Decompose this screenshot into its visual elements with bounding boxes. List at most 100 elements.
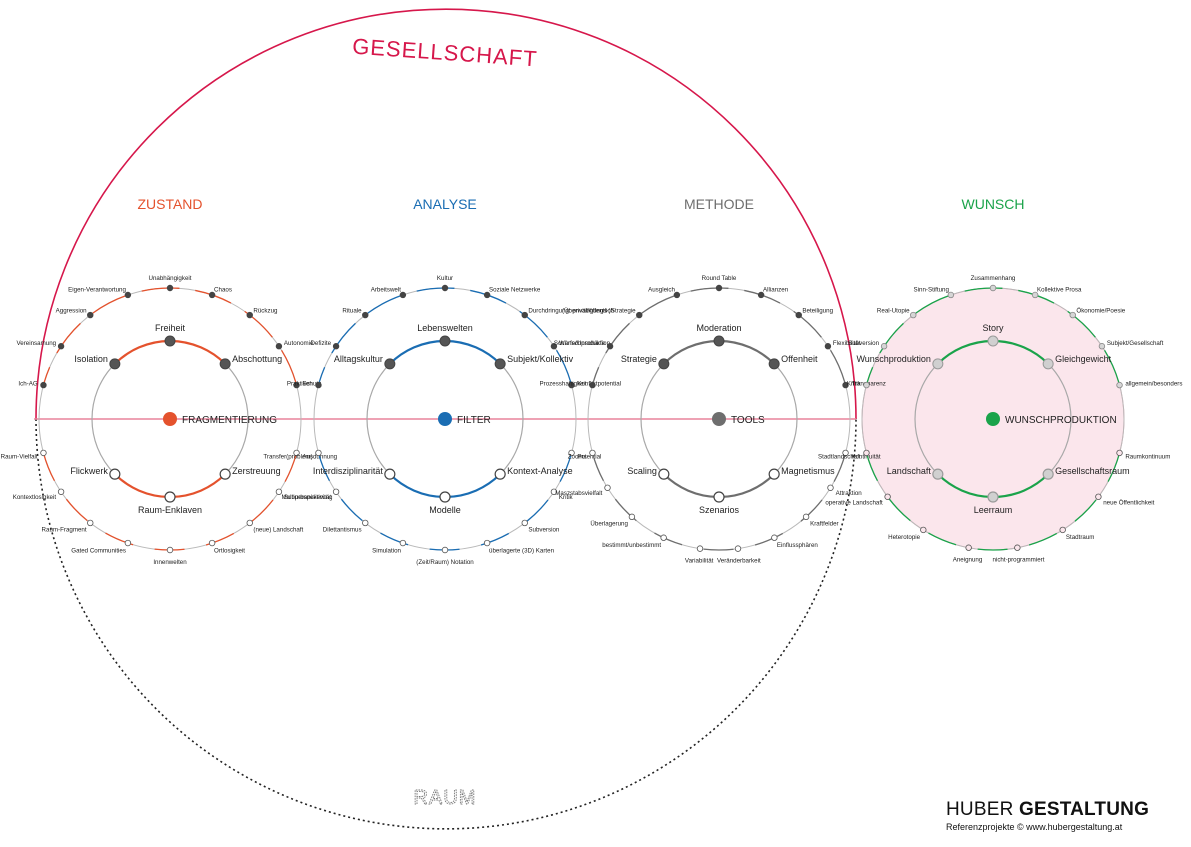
outer-label-top-wunsch-2: Real-Utopie [877,307,910,314]
outer-node-top-methode-6 [795,311,802,319]
outer-label-top-analyse-7: Wunschproduktion [559,340,611,347]
outer-node-bottom-methode-8 [827,484,834,491]
outer-node-bottom-methode-9 [842,449,849,457]
inner-label-bottom-wunsch-1: Leerraum [974,505,1013,515]
inner-label-bottom-zustand-0: Flickwerk [70,466,108,476]
outer-label-bottom-methode-8: Attraktion [836,490,863,497]
center-label-analyse: FILTER [457,415,491,426]
inner-node-bottom-methode-1 [713,491,725,503]
logo-credit: Referenzprojekte © www.hubergestaltung.a… [946,822,1123,832]
outer-node-top-wunsch-4 [989,284,997,292]
outer-label-top-analyse-0: Praktiken [287,381,313,388]
outer-node-top-analyse-2 [362,311,369,319]
outer-label-top-methode-3: Ausgleich [648,286,675,293]
outer-node-top-methode-1 [606,343,614,350]
outer-label-top-analyse-4: Kultur [437,275,453,282]
outer-label-bottom-zustand-4: Innenwelten [153,559,187,566]
outer-node-top-methode-0 [589,381,596,389]
outer-node-bottom-methode-6 [771,534,778,541]
outer-node-top-wunsch-2 [910,311,917,319]
outer-label-bottom-wunsch-4: nicht-programmiert [993,557,1045,564]
outer-label-top-wunsch-6: Ökonomie/Poesie [1076,307,1125,314]
outer-label-bottom-zustand-0: Raum-Vielfalt [1,453,38,460]
outer-label-bottom-methode-3: bestimmt/unbestimmt [602,542,661,549]
outer-label-bottom-methode-6: Einflussphären [777,542,818,549]
outer-node-bottom-analyse-2 [362,519,369,527]
outer-label-top-analyse-5: Soziale Netzwerke [489,286,541,293]
inner-label-bottom-zustand-1: Raum-Enklaven [138,505,202,515]
inner-node-top-methode-1 [713,335,725,347]
outer-label-top-methode-6: Beteiligung [802,307,833,314]
outer-node-top-wunsch-0 [863,381,870,389]
inner-node-top-zustand-1 [164,335,176,347]
outer-node-top-methode-3 [673,291,681,299]
inner-label-bottom-wunsch-0: Landschaft [887,466,932,476]
inner-node-bottom-analyse-2 [494,468,506,480]
outer-label-bottom-zustand-5: Ortlosigkeit [214,548,245,555]
inner-label-bottom-wunsch-2: Gesellschaftsraum [1055,466,1130,476]
cluster-wunsch: WUNSCHWUNSCHPRODUKTIONWunschproduktionSt… [818,196,1182,564]
outer-node-bottom-zustand-2 [87,519,94,527]
outer-node-top-wunsch-7 [1098,343,1106,350]
outer-label-bottom-wunsch-2: Heterotopie [888,534,921,541]
space-arc-lower [35,418,857,830]
outer-label-bottom-analyse-6: Subversion [528,527,560,534]
outer-label-top-methode-4: Round Table [702,275,737,282]
inner-label-top-zustand-2: Abschottung [232,354,282,364]
logo-light: HUBER [946,799,1014,820]
space-title: RAUM [414,787,477,809]
inner-node-top-analyse-1 [439,335,451,347]
outer-label-top-zustand-6: Rückzug [253,307,278,314]
outer-label-bottom-zustand-6: (neue) Landschaft [253,527,303,534]
outer-label-top-methode-0: Prozesshaftigkeit [540,381,587,388]
outer-label-top-wunsch-0: Kritik [847,381,862,388]
outer-label-bottom-wunsch-0: Stadtlandschaft [818,453,861,460]
inner-node-bottom-methode-2 [768,468,780,480]
outer-label-top-zustand-0: Ich-AG [18,381,37,388]
outer-node-top-analyse-6 [521,311,528,319]
outer-label-top-wunsch-1: Subversion [848,340,880,347]
outer-node-bottom-wunsch-7 [1116,449,1123,457]
cluster-zustand: ZUSTANDFRAGMENTIERUNGIsolationFreiheitAb… [1,196,338,566]
inner-node-bottom-methode-0 [658,468,670,480]
outer-label-top-zustand-3: Eigen-Verantwortung [68,286,126,293]
outer-node-bottom-analyse-1 [332,488,340,495]
outer-node-top-analyse-3 [399,291,407,299]
outer-node-top-methode-5 [757,291,765,299]
outer-label-top-zustand-8: Schutz [302,381,321,388]
outer-label-top-analyse-2: Rituale [342,307,362,314]
outer-node-top-zustand-0 [40,381,47,389]
inner-label-top-zustand-1: Freiheit [155,323,186,333]
outer-node-bottom-wunsch-2 [920,526,927,534]
outer-node-bottom-analyse-4 [441,546,449,554]
outer-node-top-wunsch-6 [1069,311,1076,319]
center-label-wunsch: WUNSCHPRODUKTION [1005,415,1117,426]
outer-label-bottom-methode-2: Überlagerung [590,520,628,527]
outer-label-bottom-zustand-2: Raum-Fragment [42,527,87,534]
outer-node-bottom-zustand-5 [208,539,216,547]
outer-label-bottom-zustand-3: Gated Communities [71,548,126,555]
outer-label-bottom-analyse-8: Potential [577,453,601,460]
inner-node-bottom-zustand-0 [109,468,121,480]
logo-wordmark: HUBER GESTALTUNG [946,799,1176,821]
outer-label-top-zustand-1: Vereinsamung [17,340,57,347]
outer-label-bottom-analyse-4: (Zeit/Raum) Notation [416,559,474,566]
outer-label-bottom-zustand-1: Kontextlosigkeit [13,494,57,501]
outer-label-top-methode-2: (Überwältigungs-)Strategie [562,307,636,314]
outer-label-top-zustand-7: Autonomie [284,340,314,347]
outer-label-top-methode-7: Flexibilität [833,340,861,347]
cluster-header-zustand: ZUSTAND [137,196,202,212]
inner-label-top-analyse-0: Alltagskultur [334,354,383,364]
inner-node-top-wunsch-0 [932,358,944,370]
outer-node-top-wunsch-8 [1116,381,1123,389]
outer-label-top-wunsch-4: Zusammenhang [971,275,1016,282]
outer-label-bottom-wunsch-5: Stadtraum [1066,534,1095,541]
center-label-zustand: FRAGMENTIERUNG [182,415,277,426]
inner-label-bottom-analyse-2: Kontext-Analyse [507,466,573,476]
outer-label-bottom-methode-1: Maszstabsvielfalt [555,490,602,497]
outer-node-bottom-zustand-6 [246,519,253,527]
outer-label-bottom-analyse-1: Multiperspektivität [282,494,332,501]
inner-node-top-methode-2 [768,358,780,370]
inner-label-top-methode-0: Strategie [621,354,657,364]
